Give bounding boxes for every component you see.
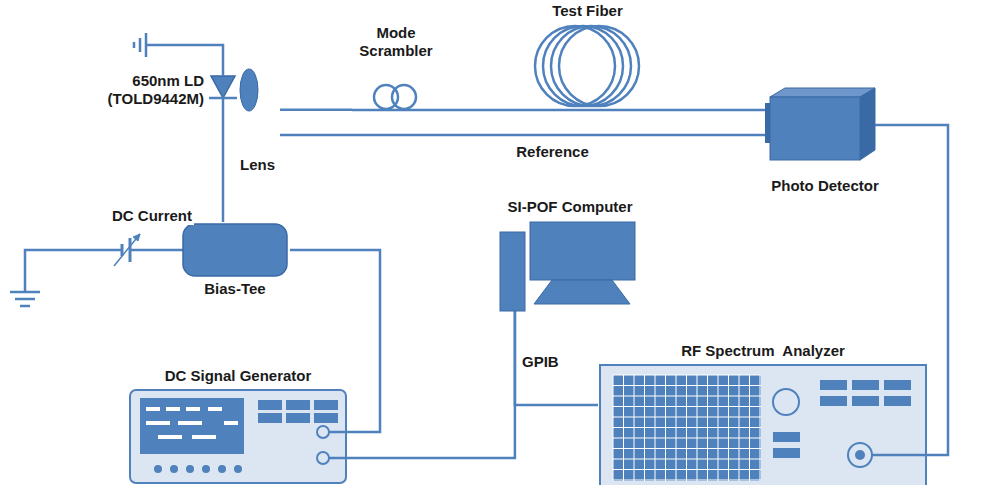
component-node: Photo Detector [765, 85, 885, 200]
component-label: Mode Scrambler [346, 24, 446, 60]
edge-label: Reference [514, 143, 591, 161]
ground-symbol [145, 33, 148, 57]
ground-wire [146, 45, 223, 70]
dc-wire [130, 249, 183, 252]
component-node: 650nm LD (TOLD9442M) [92, 70, 237, 110]
fiber-or-cable [515, 311, 598, 405]
ground-symbol [15, 298, 35, 301]
fiber-or-cable [440, 109, 530, 112]
fiber-or-cable [645, 109, 765, 112]
node-shape [598, 340, 928, 485]
component-node: SI-POF Computer [480, 196, 660, 311]
component-label: Lens [235, 156, 280, 174]
component-node: Mode Scrambler [352, 22, 440, 114]
variable-arrow [133, 234, 140, 241]
ground-symbol [10, 291, 40, 294]
component-label: Photo Detector [755, 177, 895, 195]
component-label: SI-POF Computer [480, 198, 660, 216]
component-label: DC Signal Generator [128, 367, 348, 385]
fiber-or-cable [280, 134, 765, 137]
signal-label: DC Current [110, 207, 194, 225]
ground-symbol [20, 305, 30, 308]
component-label: RF Spectrum Analyzer [598, 342, 928, 360]
fiber-or-cable [222, 110, 225, 222]
fiber-or-cable [348, 311, 515, 458]
component-node: Test Fiber [530, 0, 645, 112]
component-node: Bias-Tee [180, 222, 290, 302]
signal-label: GPIB [520, 353, 561, 371]
component-node: DC Signal Generator [128, 365, 348, 485]
ground-symbol [133, 42, 136, 48]
component-node: RF Spectrum Analyzer [598, 340, 928, 485]
battery-symbol [129, 238, 132, 262]
dc-wire [25, 250, 122, 292]
component-label: Test Fiber [530, 2, 645, 20]
ground-symbol [139, 38, 142, 52]
component-label: Bias-Tee [180, 280, 290, 298]
fiber-or-cable [280, 109, 352, 112]
component-label: 650nm LD (TOLD9442M) [92, 72, 204, 108]
component-node: Lens [235, 68, 280, 178]
